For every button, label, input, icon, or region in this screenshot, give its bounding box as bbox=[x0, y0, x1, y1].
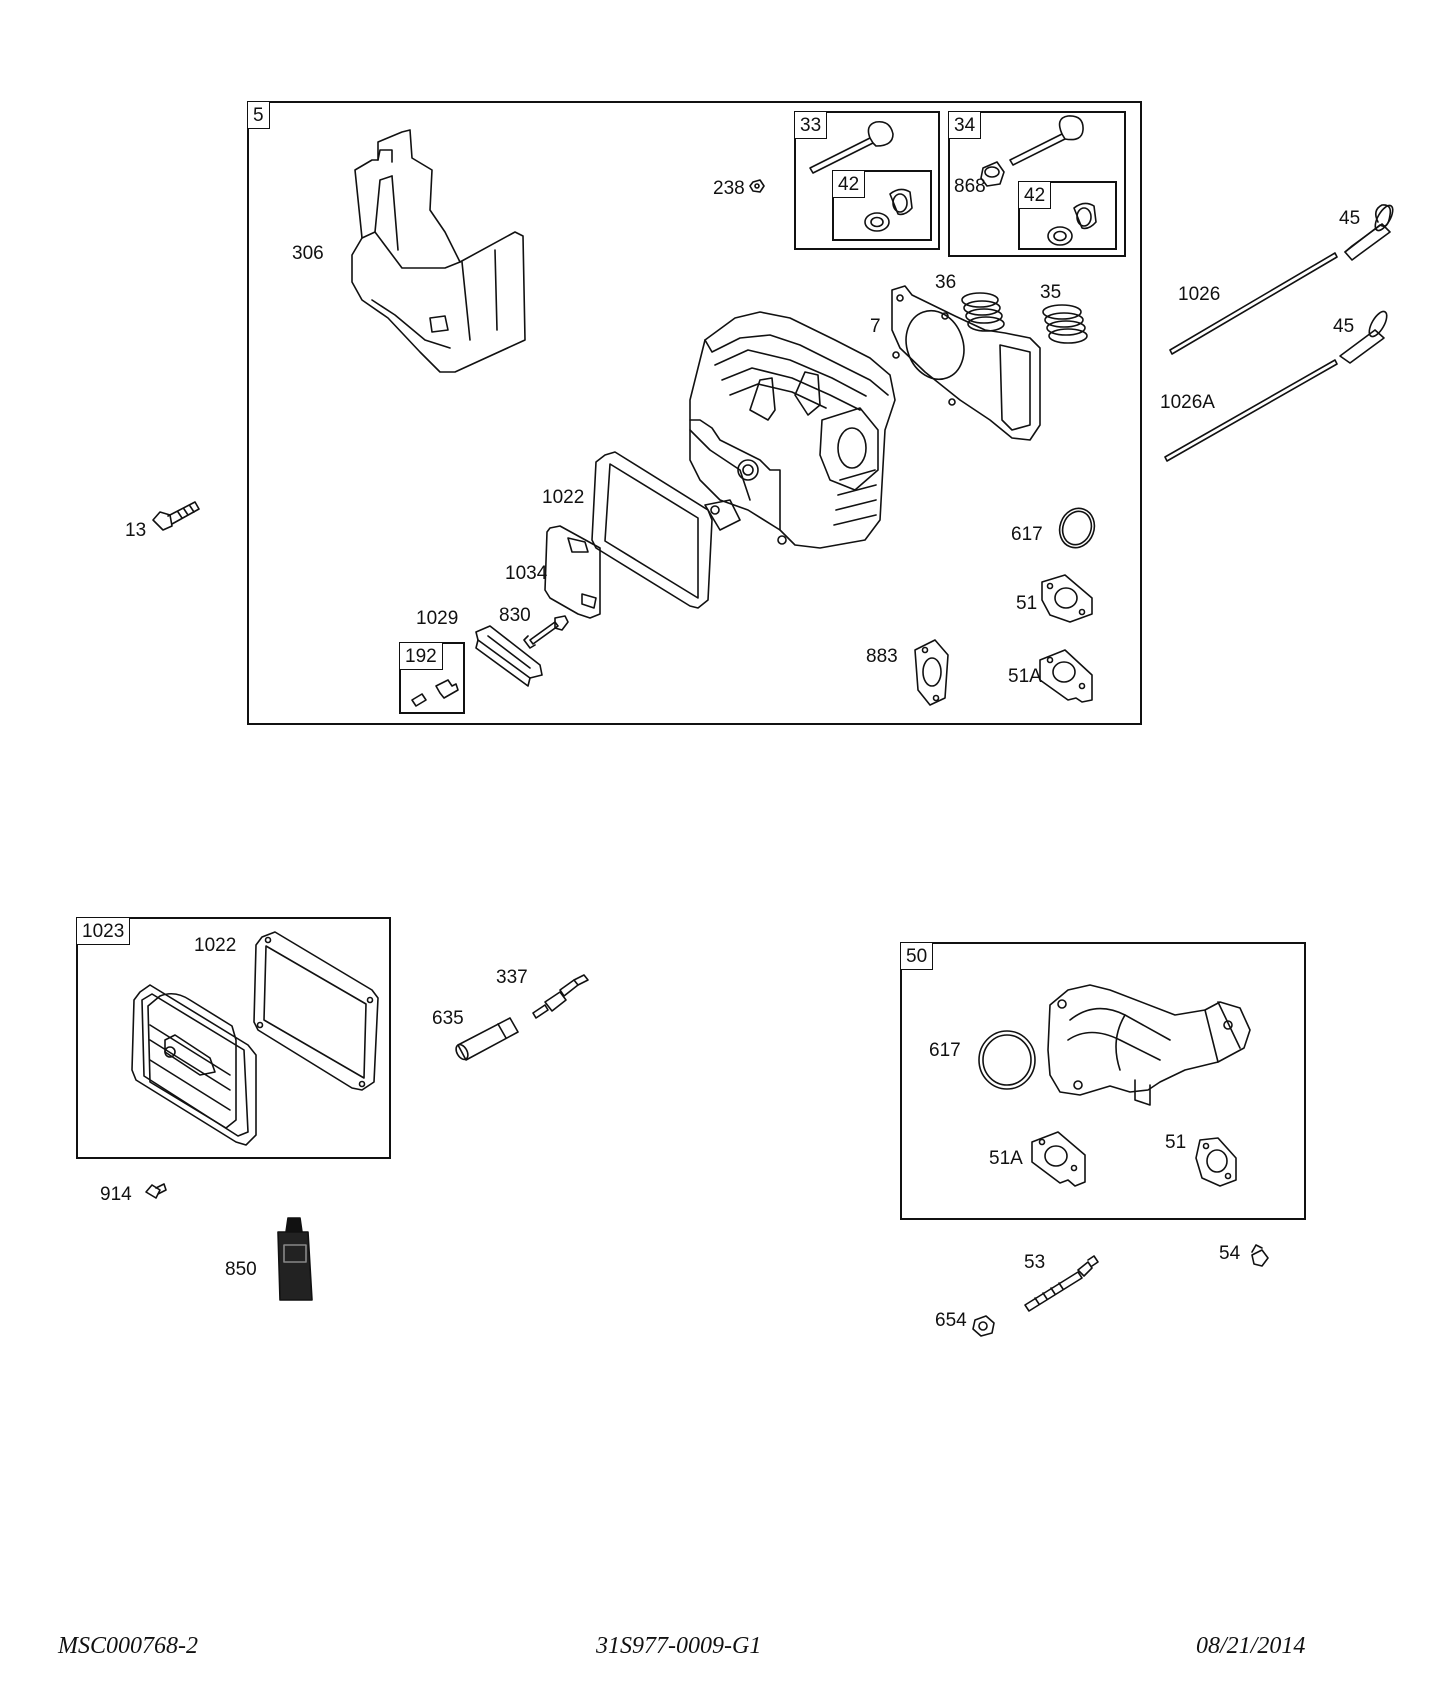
part-label-617: 617 bbox=[929, 1040, 961, 1061]
rocker-cover-gasket-icon bbox=[591, 451, 713, 609]
part-label-337: 337 bbox=[496, 967, 528, 988]
part-label-850: 850 bbox=[225, 1259, 257, 1280]
bracket-icon bbox=[475, 625, 543, 687]
group-label-1023: 1023 bbox=[76, 917, 131, 945]
group-42-frame-a bbox=[832, 170, 932, 241]
shroud-icon bbox=[351, 129, 526, 373]
part-label-7: 7 bbox=[870, 316, 881, 337]
group-33-frame bbox=[794, 111, 940, 250]
intake-elbow-icon bbox=[1047, 984, 1251, 1106]
part-label-45: 45 bbox=[1333, 316, 1355, 337]
footer-diagram-id: MSC000768-2 bbox=[58, 1633, 198, 1659]
part-label-13: 13 bbox=[125, 520, 147, 541]
bolt-icon bbox=[411, 679, 459, 707]
group-5-frame bbox=[247, 101, 1142, 725]
intake-gasket-icon bbox=[1195, 1137, 1237, 1187]
part-label-54: 54 bbox=[1219, 1243, 1241, 1264]
cylinder-head-icon bbox=[689, 311, 896, 549]
intake-gasket-icon bbox=[1031, 1131, 1086, 1187]
nut-icon bbox=[972, 1315, 995, 1337]
o-ring-icon bbox=[1058, 507, 1096, 549]
bolt-icon bbox=[1251, 1244, 1269, 1267]
stud-icon bbox=[1024, 1255, 1099, 1312]
spark-plug-icon bbox=[532, 974, 589, 1019]
rocker-cover-gasket-icon bbox=[253, 931, 379, 1091]
part-label-238: 238 bbox=[713, 178, 745, 199]
footer-date: 08/21/2014 bbox=[1196, 1633, 1306, 1659]
nut-icon bbox=[749, 179, 765, 193]
group-label-42b: 42 bbox=[1018, 181, 1052, 209]
push-rod-icon bbox=[1169, 204, 1394, 355]
group-label-33: 33 bbox=[794, 111, 828, 139]
breather-plate-icon bbox=[544, 525, 601, 619]
part-label-35: 35 bbox=[1040, 282, 1062, 303]
push-rod-icon bbox=[1164, 310, 1388, 462]
group-label-5: 5 bbox=[247, 101, 270, 129]
part-label-45: 45 bbox=[1339, 208, 1361, 229]
part-label-51A: 51A bbox=[1008, 666, 1042, 687]
part-label-36: 36 bbox=[935, 272, 957, 293]
group-label-192: 192 bbox=[399, 642, 443, 670]
part-label-830: 830 bbox=[499, 605, 531, 626]
part-label-51A: 51A bbox=[989, 1148, 1023, 1169]
tube-icon bbox=[455, 1017, 519, 1061]
part-label-1026: 1026 bbox=[1178, 284, 1221, 305]
bolt-icon bbox=[145, 1183, 167, 1199]
intake-gasket-icon bbox=[1041, 574, 1093, 623]
valve-icon bbox=[1009, 115, 1084, 166]
valve-spring-icon bbox=[1042, 304, 1088, 344]
part-label-51: 51 bbox=[1016, 593, 1038, 614]
group-1023-frame bbox=[76, 917, 391, 1159]
part-label-51: 51 bbox=[1165, 1132, 1187, 1153]
valve-seal-icon bbox=[1047, 202, 1097, 246]
sealant-tube-icon bbox=[277, 1217, 313, 1301]
group-label-34: 34 bbox=[948, 111, 982, 139]
rocker-cover-icon bbox=[131, 984, 257, 1146]
part-label-635: 635 bbox=[432, 1008, 464, 1029]
part-label-1026A: 1026A bbox=[1160, 392, 1215, 413]
part-label-868: 868 bbox=[954, 176, 986, 197]
intake-gasket-icon bbox=[914, 639, 949, 706]
group-label-42a: 42 bbox=[832, 170, 866, 198]
group-50-frame bbox=[900, 942, 1306, 1220]
part-label-1022: 1022 bbox=[542, 487, 585, 508]
part-label-883: 883 bbox=[866, 646, 898, 667]
valve-spring-icon bbox=[961, 292, 1005, 332]
bolt-icon bbox=[152, 501, 200, 531]
part-label-914: 914 bbox=[100, 1184, 132, 1205]
rocker-nut-icon bbox=[980, 161, 1005, 187]
part-label-1034: 1034 bbox=[505, 563, 548, 584]
stud-icon bbox=[523, 615, 569, 649]
o-ring-icon bbox=[978, 1030, 1036, 1090]
part-label-306: 306 bbox=[292, 243, 324, 264]
footer-model-number: 31S977-0009-G1 bbox=[596, 1633, 762, 1659]
part-label-53: 53 bbox=[1024, 1252, 1046, 1273]
valve-icon bbox=[809, 120, 894, 174]
group-label-50: 50 bbox=[900, 942, 934, 970]
intake-gasket-icon bbox=[1039, 649, 1093, 703]
part-label-1022: 1022 bbox=[194, 935, 237, 956]
valve-seal-icon bbox=[864, 188, 913, 232]
part-label-1029: 1029 bbox=[416, 608, 459, 629]
group-34-frame bbox=[948, 111, 1126, 257]
part-label-617: 617 bbox=[1011, 524, 1043, 545]
head-gasket-icon bbox=[891, 285, 1041, 441]
group-42-frame-b bbox=[1018, 181, 1117, 250]
part-label-654: 654 bbox=[935, 1310, 967, 1331]
